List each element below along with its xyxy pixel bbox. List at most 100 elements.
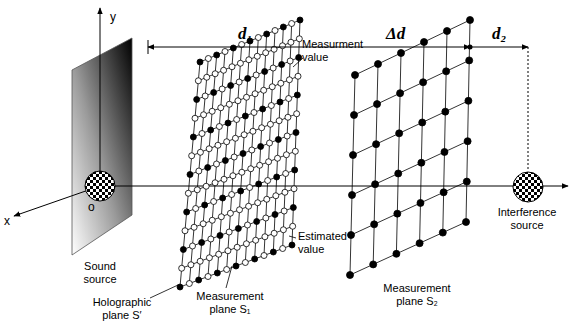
estimated-point (216, 124, 222, 130)
measurement-point (465, 97, 472, 104)
measurement-point (443, 68, 450, 75)
estimated-point (264, 196, 270, 202)
measurement-point (187, 172, 193, 178)
estimated-point (193, 206, 199, 212)
measurement-point (421, 39, 428, 46)
leader-line (226, 266, 232, 288)
measurement-point (258, 144, 264, 150)
estimated-point (218, 214, 224, 220)
measurement-point (235, 226, 241, 232)
estimated-point (248, 166, 254, 172)
measurement-point (439, 229, 446, 236)
estimated-point (200, 221, 206, 227)
estimated-point (250, 128, 256, 134)
dimension-extension (528, 47, 529, 171)
estimated-point (203, 183, 209, 189)
estimated-point (246, 203, 252, 209)
estimated-point (194, 187, 200, 193)
estimated-point (239, 169, 245, 175)
estimated-point (224, 267, 230, 273)
leader-line (289, 236, 296, 238)
estimated-point (265, 178, 271, 184)
estimated-point (269, 84, 275, 90)
interference-point (513, 172, 543, 202)
estimated-point (270, 65, 276, 71)
grid-line (354, 60, 469, 115)
grid-line (443, 31, 447, 233)
measurement-point (466, 57, 473, 64)
measurement-point (275, 137, 281, 143)
estimated-point (251, 110, 257, 116)
estimated-point (191, 224, 197, 230)
estimated-point (195, 78, 201, 84)
estimated-point (280, 43, 286, 49)
measurement-point (290, 205, 296, 211)
grid-line (197, 58, 299, 100)
estimated-point (253, 237, 259, 243)
estimated-point (227, 210, 233, 216)
estimated-point (246, 57, 252, 63)
holographic-grid (177, 17, 303, 290)
grid-line (396, 53, 401, 254)
grid-line (185, 189, 294, 231)
measurement-point (277, 99, 283, 105)
measurement-point (279, 62, 285, 68)
estimated-point (286, 96, 292, 102)
measurement-point (463, 219, 470, 226)
measurement-point (467, 17, 474, 24)
grid-line (420, 42, 424, 243)
measurement-point (348, 232, 355, 239)
estimated-point (245, 222, 251, 228)
dimension-label: Δd (386, 24, 405, 44)
estimated-point (242, 260, 248, 266)
measurement-point (208, 127, 214, 133)
estimated-point (287, 58, 293, 64)
estimated-point (229, 64, 235, 70)
measurement-point (418, 159, 425, 166)
measurement-point (397, 90, 404, 97)
estimated-point (284, 133, 290, 139)
grid-line (189, 59, 208, 284)
grid-line (199, 55, 217, 280)
measurement-point (442, 108, 449, 115)
axis-label: x (4, 214, 10, 228)
grid-line (283, 24, 292, 249)
estimated-point (259, 125, 265, 131)
estimated-point (224, 139, 230, 145)
estimated-point (281, 208, 287, 214)
estimated-point (206, 255, 212, 261)
estimated-point (182, 228, 188, 234)
measurement-point (272, 212, 278, 218)
estimated-point (241, 132, 247, 138)
estimated-point (236, 79, 242, 85)
estimated-point (249, 147, 255, 153)
callout-label: Estimated value (298, 230, 350, 256)
estimated-point (292, 148, 298, 154)
estimated-point (216, 251, 222, 257)
estimated-point (204, 74, 210, 80)
estimated-point (278, 80, 284, 86)
measurement-point (370, 261, 377, 268)
dimension-line (470, 47, 528, 48)
grid-line (195, 76, 298, 118)
estimated-point (253, 72, 259, 78)
grid-line (198, 39, 299, 81)
grid-line (208, 52, 225, 277)
measurement-point (289, 242, 295, 248)
dimension-label: d₂ (492, 24, 506, 44)
estimated-point (215, 142, 221, 148)
estimated-point (211, 199, 217, 205)
estimated-point (243, 241, 249, 247)
estimated-point (221, 176, 227, 182)
measurement-point (238, 188, 244, 194)
estimated-point (290, 223, 296, 229)
z-axis (100, 186, 568, 187)
measurement-point (245, 76, 251, 82)
estimated-point (185, 190, 191, 196)
estimated-point (262, 234, 268, 240)
estimated-point (273, 193, 279, 199)
measurement-point (350, 152, 357, 159)
estimated-point (205, 56, 211, 62)
grid-line (188, 151, 295, 193)
measurement-point (347, 272, 354, 279)
